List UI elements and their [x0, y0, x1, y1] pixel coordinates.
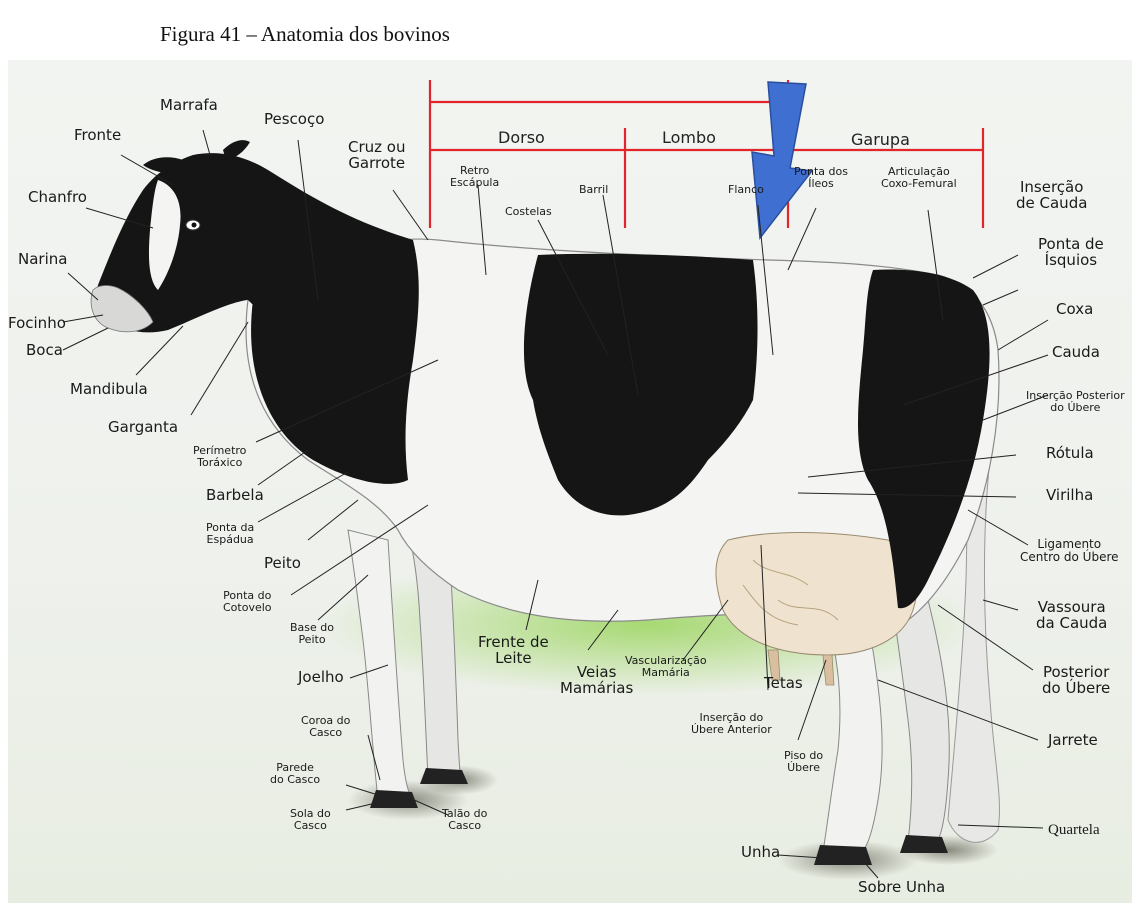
region-label-garupa: Garupa	[851, 130, 910, 149]
region-label-dorso: Dorso	[498, 128, 545, 147]
label-barbela: Barbela	[206, 488, 264, 504]
label-insercao-ubere-anterior: Inserção do Úbere Anterior	[691, 712, 772, 735]
label-ponta-isquios: Ponta de Ísquios	[1038, 237, 1104, 269]
label-boca: Boca	[26, 343, 63, 359]
label-barril: Barril	[579, 184, 608, 196]
blue-arrow-icon	[752, 82, 812, 238]
label-marrafa: Marrafa	[160, 98, 218, 114]
cow-illustration	[8, 60, 1132, 903]
label-quartela: Quartela	[1048, 823, 1100, 839]
label-veias-mamarias: Veias Mamárias	[560, 665, 633, 697]
label-unha: Unha	[741, 845, 780, 861]
label-articulacao-coxo-femural: Articulação Coxo-Femural	[881, 166, 957, 189]
label-posterior-ubere: Posterior do Úbere	[1042, 665, 1110, 697]
label-peito: Peito	[264, 556, 301, 572]
label-mandibula: Mandibula	[70, 382, 148, 398]
label-talao-casco: Talão do Casco	[442, 808, 487, 831]
cow-anatomy-figure: Dorso Lombo Garupa Marrafa Fronte Pescoç…	[8, 60, 1132, 903]
label-coxa: Coxa	[1056, 302, 1093, 318]
label-fronte: Fronte	[74, 128, 121, 144]
label-retro-escapula: Retro Escápula	[450, 165, 499, 188]
label-flanco: Flanco	[728, 184, 764, 196]
label-joelho: Joelho	[298, 670, 344, 686]
label-ponta-espadua: Ponta da Espádua	[206, 522, 254, 545]
figure-caption: Figura 41 – Anatomia dos bovinos	[160, 22, 450, 47]
label-costelas: Costelas	[505, 206, 552, 218]
label-rotula: Rótula	[1046, 446, 1094, 462]
label-cruz-garrote: Cruz ou Garrote	[348, 140, 405, 172]
label-base-peito: Base do Peito	[290, 622, 334, 645]
label-piso-ubere: Piso do Úbere	[784, 750, 823, 773]
label-jarrete: Jarrete	[1048, 733, 1098, 749]
label-narina: Narina	[18, 252, 67, 268]
label-frente-leite: Frente de Leite	[478, 635, 549, 667]
label-insercao-posterior-ubere: Inserção Posterior do Úbere	[1026, 390, 1125, 413]
label-parede-casco: Parede do Casco	[270, 762, 320, 785]
label-focinho: Focinho	[8, 316, 66, 332]
label-sobre-unha: Sobre Unha	[858, 880, 945, 896]
label-insercao-cauda: Inserção de Cauda	[1016, 180, 1087, 212]
label-perimetro-toraxico: Perímetro Toráxico	[193, 445, 246, 468]
label-cauda: Cauda	[1052, 345, 1100, 361]
label-pescoco: Pescoço	[264, 112, 324, 128]
label-garganta: Garganta	[108, 420, 178, 436]
label-ligamento-centro-ubere: Ligamento Centro do Úbere	[1020, 538, 1119, 563]
label-virilha: Virilha	[1046, 488, 1093, 504]
label-ponta-cotovelo: Ponta do Cotovelo	[223, 590, 272, 613]
label-ponta-ileos: Ponta dos Íleos	[794, 166, 848, 189]
region-label-lombo: Lombo	[662, 128, 716, 147]
label-vascularizacao-mamaria: Vascularização Mamária	[625, 655, 707, 678]
label-sola-casco: Sola do Casco	[290, 808, 331, 831]
label-coroa-casco: Coroa do Casco	[301, 715, 350, 738]
label-chanfro: Chanfro	[28, 190, 87, 206]
label-tetas: Tetas	[764, 676, 803, 692]
label-vassoura-cauda: Vassoura da Cauda	[1036, 600, 1107, 632]
